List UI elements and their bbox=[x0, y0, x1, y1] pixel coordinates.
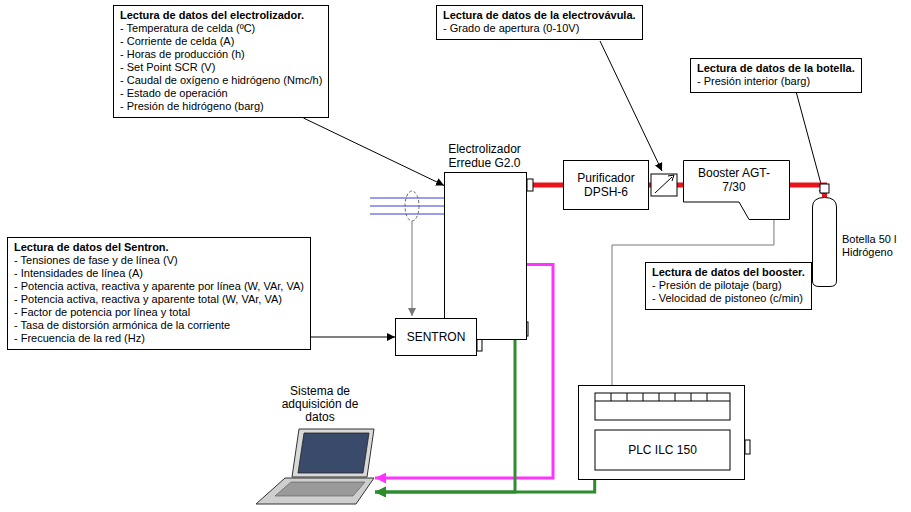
booster-box: Booster AGT-7/30 bbox=[683, 160, 790, 220]
node-label: Sistema de adquisición de datos bbox=[277, 385, 363, 424]
current-sensor-ellipse bbox=[405, 191, 419, 221]
callout-item: - Estado de operación bbox=[120, 87, 322, 100]
cable-tab bbox=[745, 440, 750, 454]
callout-item: - Intensidades de línea (A) bbox=[14, 267, 304, 280]
node-label: Electrolizador Erredue G2.0 bbox=[433, 142, 537, 170]
callout-item: - Frecuencia de la red (Hz) bbox=[14, 332, 304, 345]
callout-item: - Factor de potencia por línea y total bbox=[14, 306, 304, 319]
node-label: Purificador DPSH-6 bbox=[569, 171, 643, 199]
callout-heading: Lectura de datos de la electrovávula. bbox=[443, 9, 636, 22]
valve-leader bbox=[600, 41, 662, 171]
data-callout: Lectura de datos del Sentron.- Tensiones… bbox=[7, 237, 311, 350]
data-callout: Lectura de datos del electrolizador.- Te… bbox=[113, 5, 329, 118]
data-callout: Lectura de datos de la botella.- Presión… bbox=[690, 58, 862, 93]
callout-heading: Lectura de datos del Sentron. bbox=[14, 241, 304, 254]
callout-heading: Lectura de datos de la botella. bbox=[697, 62, 855, 75]
laptop-icon: Sistema de adquisición de datos bbox=[255, 428, 375, 505]
cylinder-outline bbox=[812, 197, 837, 287]
callout-heading: Lectura de datos del electrolizador. bbox=[120, 9, 322, 22]
electrolyzer-box: Electrolizador Erredue G2.0 bbox=[444, 172, 527, 340]
data-callout: Lectura de datos de la electrovávula.- G… bbox=[436, 5, 643, 40]
sentron-meter: SENTRON bbox=[395, 318, 477, 356]
data-cable bbox=[375, 337, 515, 492]
callout-item: - Tasa de distorsión armónica de la corr… bbox=[14, 319, 304, 332]
cable-tab bbox=[477, 339, 482, 351]
callout-item: - Caudal de oxígeno e hidrógeno (Nmc/h) bbox=[120, 74, 322, 87]
callout-item: - Corriente de celda (A) bbox=[120, 35, 322, 48]
leader-arrow bbox=[303, 118, 444, 185]
callout-heading: Lectura de datos del booster. bbox=[652, 266, 805, 279]
callout-item: - Presión interior (barg) bbox=[697, 75, 855, 88]
plc-outline bbox=[578, 385, 745, 480]
outlet-connector bbox=[527, 179, 533, 191]
laptop-drawing bbox=[255, 428, 375, 505]
sensor-lead bbox=[412, 221, 413, 316]
callout-item: - Horas de producción (h) bbox=[120, 48, 322, 61]
callout-item: - Presión de pilotaje (barg) bbox=[652, 279, 805, 292]
data-cable bbox=[375, 480, 595, 492]
node-label: PLC ILC 150 bbox=[595, 443, 730, 457]
node-label: SENTRON bbox=[407, 330, 466, 344]
callout-item: - Set Point SCR (V) bbox=[120, 61, 322, 74]
electrovalve-symbol bbox=[651, 174, 677, 196]
node-label: Botella 50 l Hidrógeno bbox=[842, 233, 904, 259]
callout-item: - Tensiones de fase y de línea (V) bbox=[14, 254, 304, 267]
callout-item: - Potencia activa, reactiva y aparente t… bbox=[14, 293, 304, 306]
bottle-connector bbox=[820, 184, 829, 193]
hydrogen-bottle: Botella 50 l Hidrógeno bbox=[812, 197, 837, 287]
power-wires bbox=[370, 198, 444, 214]
callout-item: - Grado de apertura (0-10V) bbox=[443, 22, 636, 35]
leader-arrow bbox=[311, 337, 395, 338]
callout-item: - Temperatura de celda (ºC) bbox=[120, 22, 322, 35]
node-label: Booster AGT-7/30 bbox=[689, 166, 779, 194]
plc-box: PLC ILC 150 bbox=[578, 385, 745, 480]
data-callout: Lectura de datos del booster.- Presión d… bbox=[645, 262, 812, 310]
purifier-box: Purificador DPSH-6 bbox=[563, 160, 649, 210]
callout-item: - Presión de hidrógeno (barg) bbox=[120, 100, 322, 113]
callout-item: - Velocidad de pistoneo (c/min) bbox=[652, 292, 805, 305]
hydrogen-pipe bbox=[790, 185, 825, 197]
leader-arrow bbox=[796, 93, 824, 197]
callout-item: - Potencia activa, reactiva y aparente p… bbox=[14, 280, 304, 293]
